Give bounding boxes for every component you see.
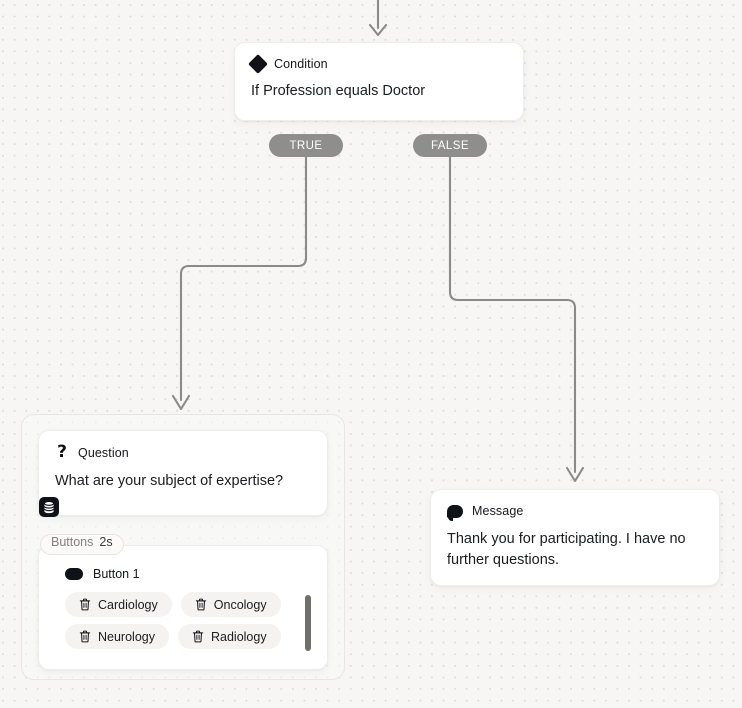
trash-icon[interactable] bbox=[195, 598, 207, 611]
button-row-label: Button 1 bbox=[93, 567, 140, 581]
condition-node-title: Condition bbox=[274, 57, 328, 71]
diamond-icon bbox=[248, 54, 268, 74]
buttons-tag-duration: 2s bbox=[99, 535, 113, 549]
button-chip-label: Radiology bbox=[210, 629, 267, 644]
button-chip-label: Cardiology bbox=[98, 597, 158, 612]
button-chip-label: Oncology bbox=[213, 597, 267, 612]
question-node-title: Question bbox=[78, 445, 129, 460]
button-chip[interactable]: Neurology bbox=[65, 624, 169, 649]
buttons-tag-label: Buttons bbox=[51, 535, 94, 549]
trash-icon[interactable] bbox=[79, 598, 91, 611]
condition-node-header: Condition bbox=[248, 54, 507, 74]
message-node-body: Thank you for participating. I have no f… bbox=[447, 531, 686, 569]
button-chip[interactable]: Oncology bbox=[180, 592, 281, 617]
button-row-header: Button 1 bbox=[65, 567, 311, 581]
database-badge[interactable] bbox=[39, 497, 59, 519]
speech-bubble-icon bbox=[447, 504, 463, 521]
branch-badge-false[interactable]: FALSE bbox=[413, 134, 487, 157]
message-node-header: Message bbox=[447, 504, 703, 521]
question-mark-icon: ? bbox=[57, 442, 67, 462]
question-node-body: What are your subject of expertise? bbox=[55, 473, 284, 489]
trash-icon[interactable] bbox=[79, 630, 91, 643]
message-node-title: Message bbox=[472, 504, 524, 518]
database-icon bbox=[39, 497, 59, 517]
condition-node[interactable]: Condition If Profession equals Doctor bbox=[234, 42, 524, 121]
question-node[interactable]: ? Question What are your subject of expe… bbox=[38, 430, 328, 516]
button-chip[interactable]: Radiology bbox=[177, 624, 281, 649]
capsule-icon bbox=[65, 568, 83, 580]
question-node-header: ? Question bbox=[55, 444, 311, 461]
buttons-group-tag[interactable]: Buttons 2s bbox=[40, 534, 124, 555]
button-chip[interactable]: Cardiology bbox=[65, 592, 172, 617]
condition-node-body: If Profession equals Doctor bbox=[251, 83, 426, 99]
trash-icon[interactable] bbox=[192, 630, 204, 643]
branch-badge-true[interactable]: TRUE bbox=[269, 134, 343, 157]
message-node[interactable]: Message Thank you for participating. I h… bbox=[430, 489, 720, 586]
button-chip-label: Neurology bbox=[98, 629, 155, 644]
chip-list-scrollbar[interactable] bbox=[305, 595, 311, 651]
